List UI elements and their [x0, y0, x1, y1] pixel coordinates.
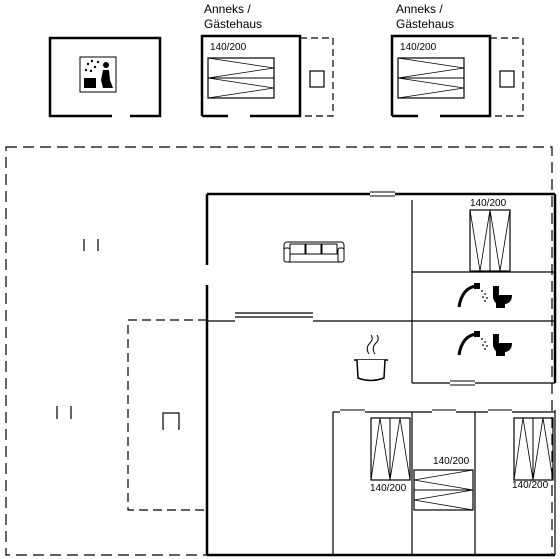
- annex-right-bed: [397, 57, 465, 99]
- bathroom-2: [457, 331, 512, 356]
- annex-right-title-line2: Gästehaus: [396, 17, 455, 31]
- annex-left-bed: [207, 57, 275, 99]
- toilet-icon: [493, 286, 512, 308]
- bed-bottom-middle: [413, 469, 474, 511]
- annex-right-title-line1: Anneks /: [396, 2, 443, 16]
- main-house-walls: [205, 191, 557, 557]
- bed-top-right: [469, 209, 511, 272]
- annex-left: [200, 34, 334, 118]
- annex-left-bed-size: 140/200: [210, 42, 247, 53]
- cooking-pot-icon: [354, 334, 388, 382]
- shower-icon: [457, 331, 488, 356]
- bed-bottom-left: [370, 417, 411, 481]
- annex-left-title-line2: Gästehaus: [204, 17, 263, 31]
- bed-bottom-middle-size: 140/200: [433, 456, 470, 467]
- sauna-icon: [79, 56, 117, 93]
- bed-top-right-size: 140/200: [470, 198, 507, 209]
- annex-right-bed-size: 140/200: [400, 42, 437, 53]
- annex-right: [390, 34, 524, 118]
- annex-left-title-line1: Anneks /: [204, 2, 251, 16]
- toilet-icon: [493, 334, 512, 356]
- bathroom-1: [457, 283, 512, 308]
- bed-bottom-right: [513, 417, 554, 481]
- sofa-icon: [283, 241, 345, 263]
- shower-icon: [457, 283, 488, 308]
- bed-bottom-right-size: 140/200: [512, 480, 549, 491]
- sauna-building: [48, 36, 162, 118]
- bed-bottom-left-size: 140/200: [370, 483, 407, 494]
